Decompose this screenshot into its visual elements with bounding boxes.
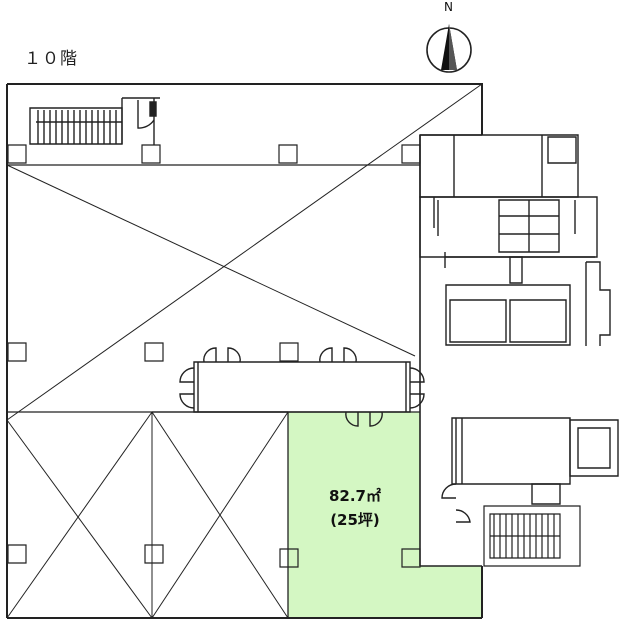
tenant-area-sqm: 82.7㎡ <box>328 487 381 505</box>
stair-bottom-right <box>484 506 580 566</box>
stair-top-left <box>30 98 160 145</box>
tenant-area-label: 82.7㎡ (25坪) <box>290 484 420 532</box>
tenant-area-tsubo: (25坪) <box>330 511 380 529</box>
compass-icon <box>426 24 472 73</box>
void-cross-top <box>7 84 482 420</box>
elevators <box>446 262 610 346</box>
core-upper-rooms <box>420 135 597 283</box>
core-lower-rooms <box>442 418 618 522</box>
void-cross-lower <box>7 412 288 618</box>
corridor <box>180 348 424 426</box>
tenant-area-lower <box>288 540 482 618</box>
core-walls <box>420 135 482 566</box>
compass-north-label: N <box>444 0 453 14</box>
floor-label: １０階 <box>24 49 78 69</box>
